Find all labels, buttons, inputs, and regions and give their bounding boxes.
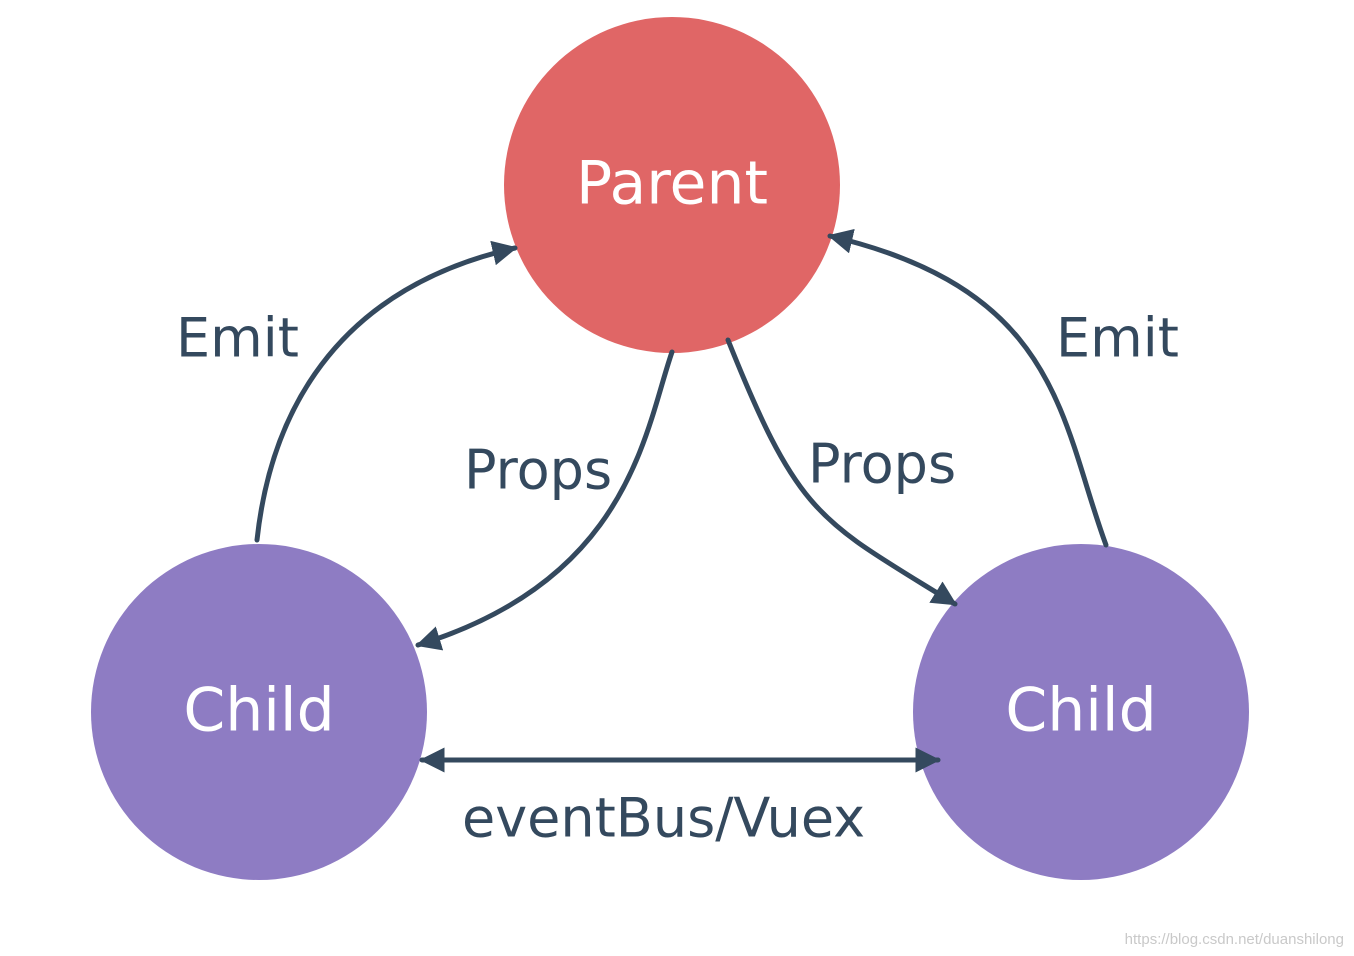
emit-left-label: Emit	[176, 307, 299, 370]
child-left-node: Child	[91, 544, 427, 880]
parent-node: Parent	[504, 17, 840, 353]
props-right-label: Props	[808, 433, 956, 496]
watermark-url: https://blog.csdn.net/duanshilong	[1124, 931, 1344, 948]
parent-circle	[504, 17, 840, 353]
eventbus-label: eventBus/Vuex	[462, 787, 865, 850]
child-right-node: Child	[913, 544, 1249, 880]
emit-right-arrow	[827, 228, 1109, 548]
props-left-arrow	[415, 349, 675, 651]
props-left-label: Props	[464, 439, 612, 502]
parent-label: Parent	[576, 149, 768, 219]
child-right-circle	[913, 544, 1249, 880]
child-left-label: Child	[183, 676, 334, 746]
emit-right-label: Emit	[1056, 307, 1179, 370]
props-right-arrow	[725, 337, 958, 607]
child-left-circle	[91, 544, 427, 880]
child-right-label: Child	[1005, 676, 1156, 746]
emit-left-arrow	[254, 240, 518, 543]
